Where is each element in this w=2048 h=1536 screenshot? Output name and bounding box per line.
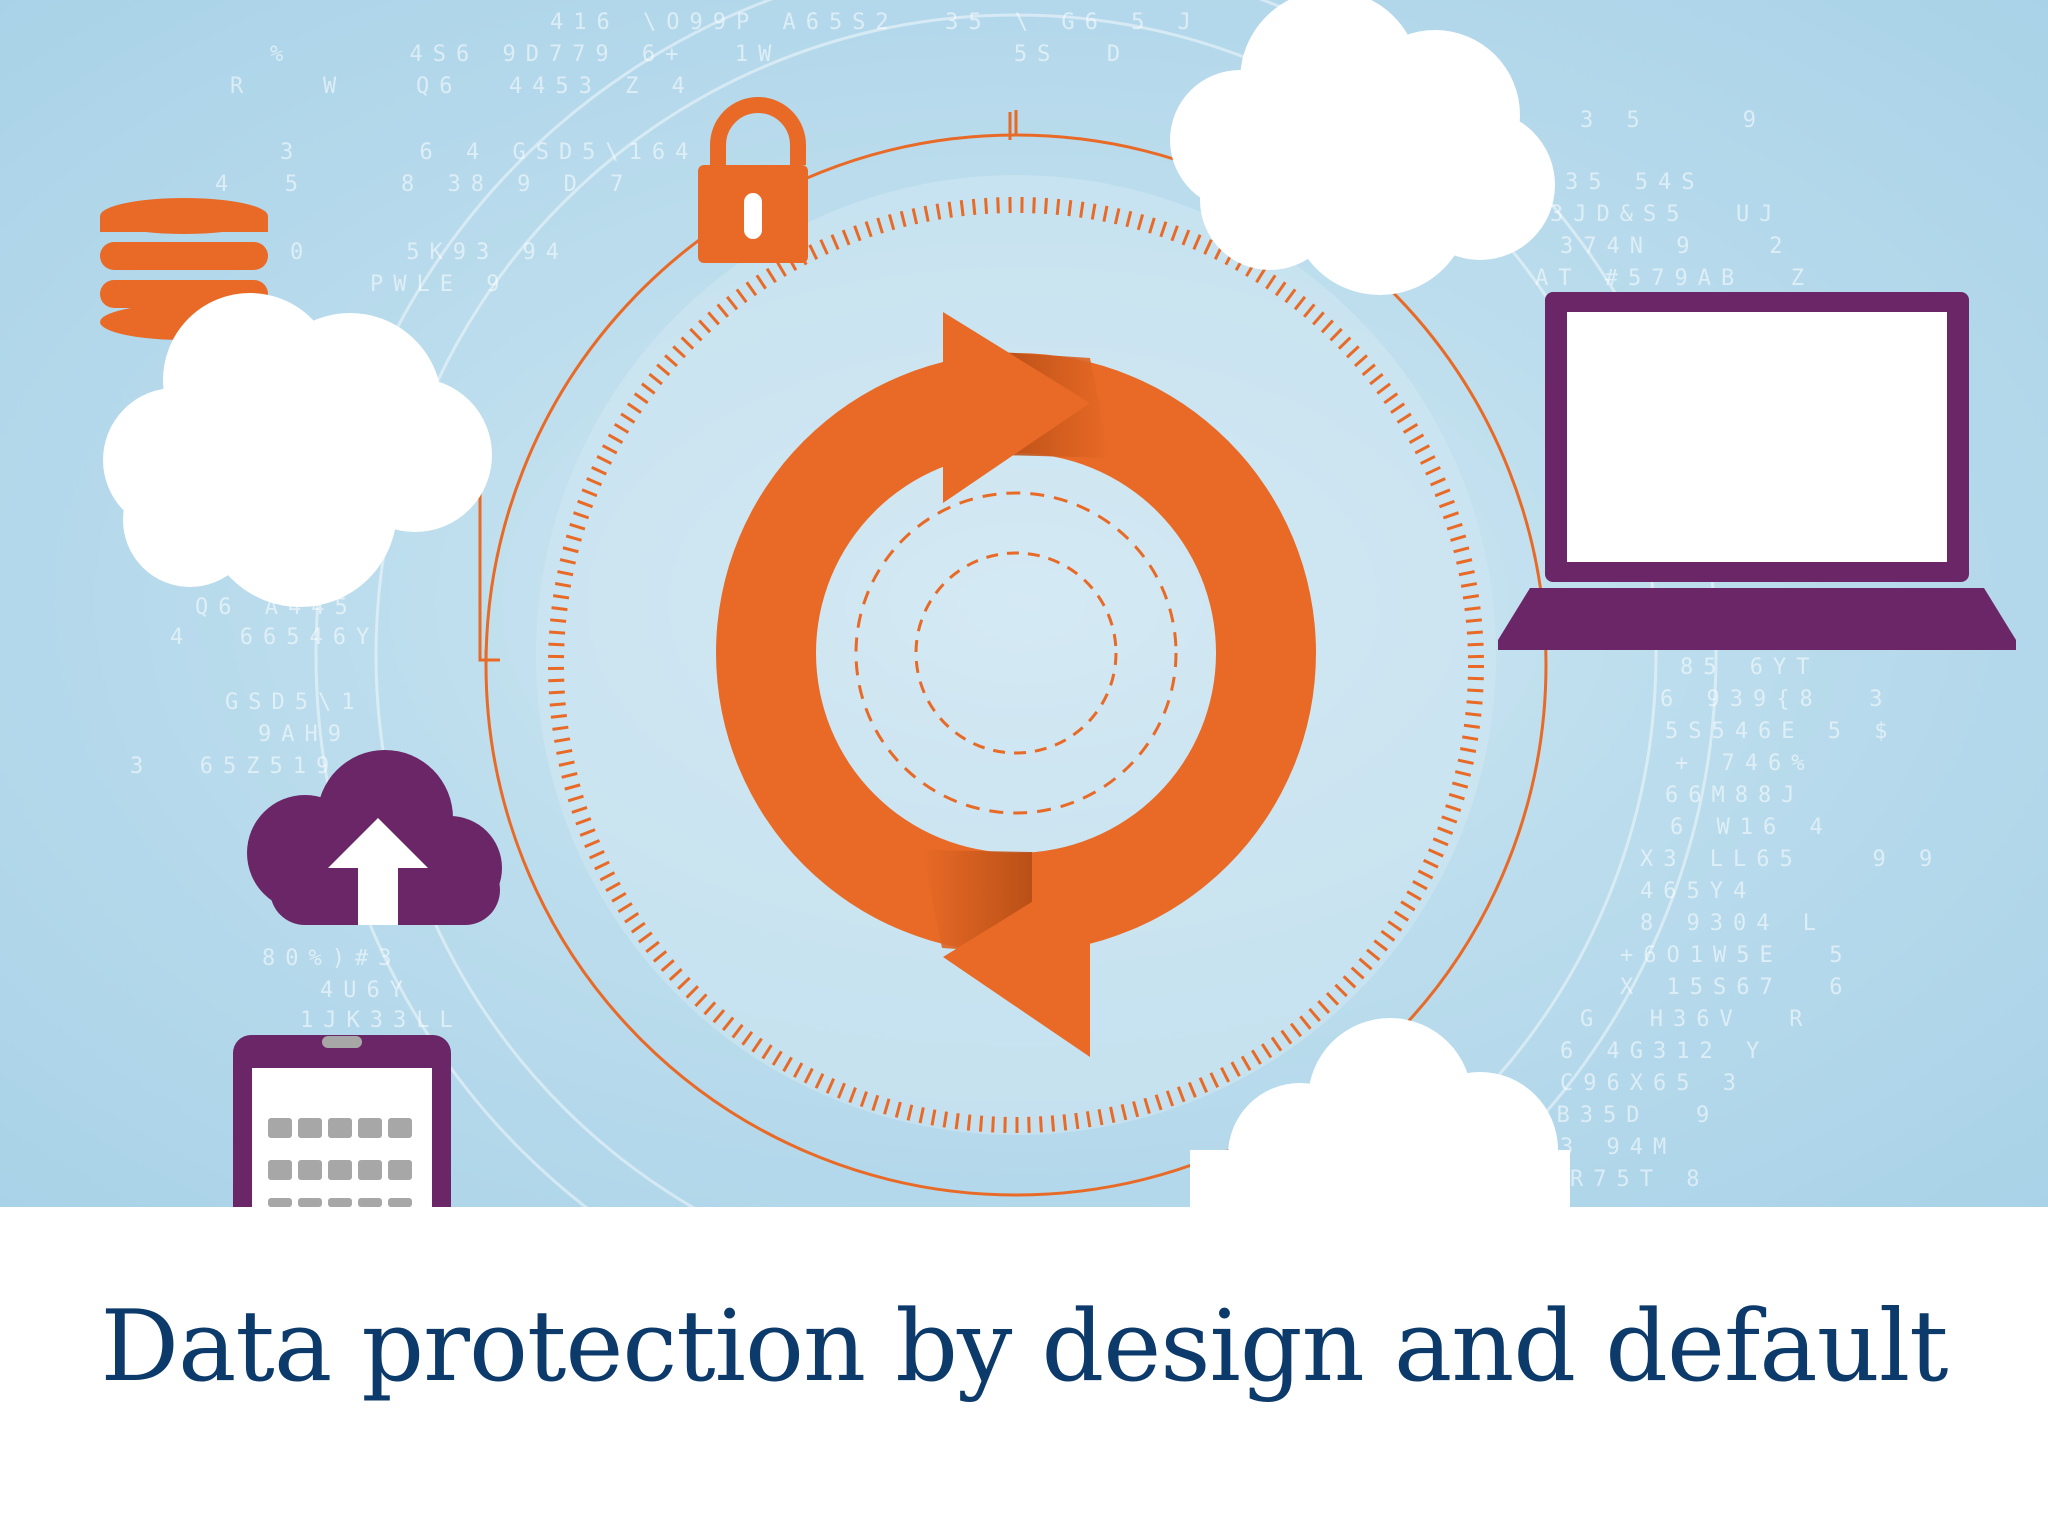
cloud-top-right (1170, 0, 1555, 295)
cloud-upload-icon (247, 750, 502, 925)
laptop-icon (1498, 292, 2016, 650)
illustration-graphic (100, 0, 2016, 1207)
page-title: Data protection by design and default (100, 1290, 1948, 1404)
tick-ring (548, 197, 1484, 1133)
dashed-ring-inner (914, 551, 1118, 755)
circuit-line-left (478, 430, 500, 662)
caption-band (0, 1207, 2048, 1536)
center-disc (536, 175, 1496, 1135)
padlock-icon (698, 97, 808, 263)
hero-illustration: 416 \O99P A65S2 35 \ G6 5 J K 3L % 4S6 9… (0, 0, 2048, 1207)
sync-arrows-icon (716, 312, 1316, 1057)
dashed-ring-outer (854, 491, 1178, 815)
tablet-icon (233, 1035, 451, 1207)
cloud-left (103, 293, 492, 607)
background-rings (314, 0, 1718, 1207)
cloud-bottom-center (1190, 1018, 1570, 1207)
